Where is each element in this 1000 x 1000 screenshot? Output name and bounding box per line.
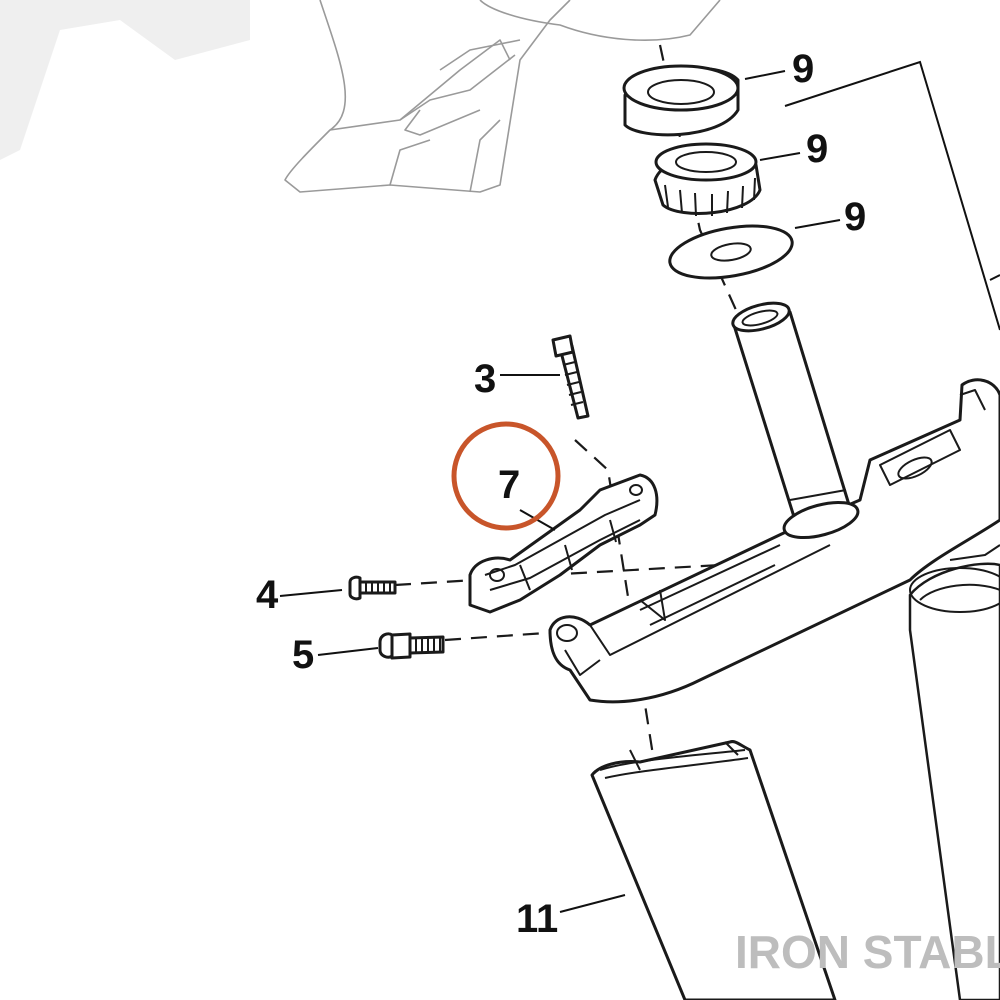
- steering-stem: [731, 301, 852, 522]
- part-9-washer: [668, 224, 794, 280]
- ghost-fender-outline: [284, 0, 721, 193]
- callout-5: 5: [292, 633, 314, 677]
- callout-3: 3: [474, 357, 496, 401]
- callout-9-washer: 9: [844, 195, 866, 239]
- callout-7: 7: [498, 463, 520, 507]
- frame-rail-lines: [784, 60, 1000, 331]
- watermark-text: IRON STABLE: [735, 926, 1000, 978]
- part-9-race-ring: [622, 64, 740, 137]
- callout-leaders: [279, 70, 841, 913]
- lower-triple-tree: [548, 378, 1000, 704]
- part-7-bracket: [468, 473, 659, 614]
- part-4-small-screw: [348, 575, 397, 601]
- right-fork-outline: [908, 544, 1000, 1000]
- callout-11: 11: [516, 897, 558, 941]
- callout-4: 4: [256, 573, 279, 617]
- part-9-roller-bearing: [653, 142, 762, 217]
- part-3-long-screw: [551, 334, 590, 420]
- callout-9-race: 9: [792, 47, 814, 91]
- callout-9-bearing: 9: [806, 127, 828, 171]
- part-11-fork-tube: [590, 740, 837, 1000]
- callout-7-highlight-ring: [451, 421, 561, 531]
- part-5-flange-bolt: [378, 632, 445, 660]
- background-logo-mark: [0, 0, 250, 160]
